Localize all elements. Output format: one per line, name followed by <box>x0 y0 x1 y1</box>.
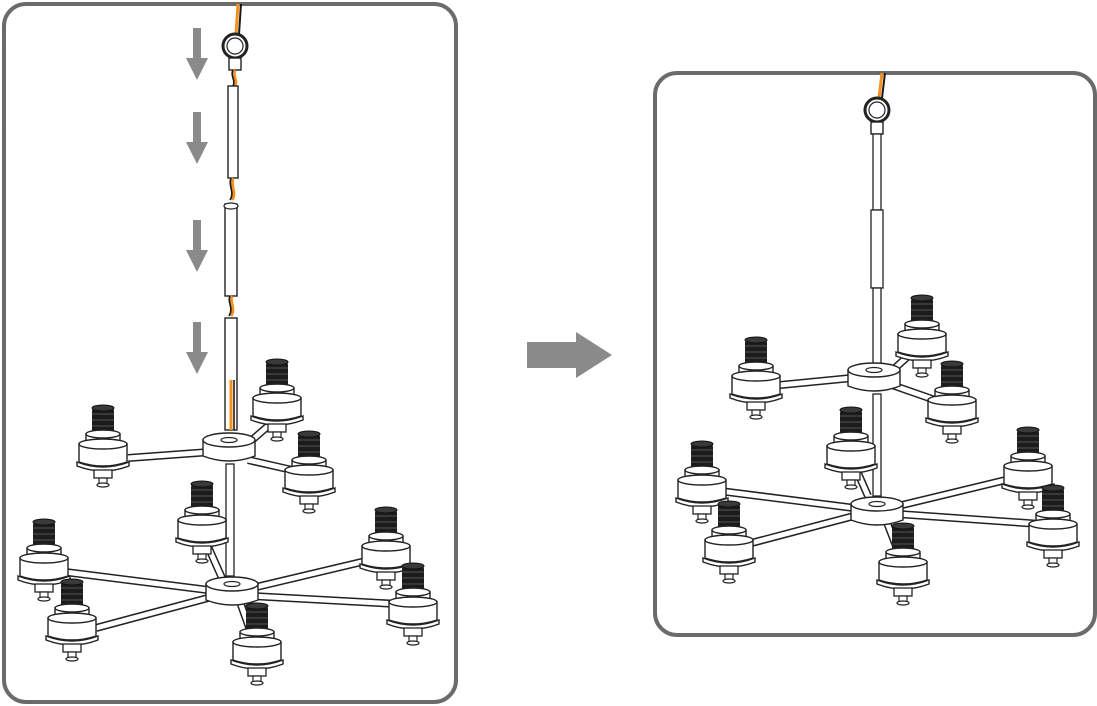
chandelier-after <box>675 72 1080 606</box>
right-arrow-icon <box>527 332 612 378</box>
hub-icon <box>847 362 901 392</box>
hub-icon <box>205 576 259 606</box>
hub-icon <box>202 432 256 462</box>
rod-segment <box>224 203 238 297</box>
hub-icon <box>850 496 904 526</box>
rod-segment <box>872 133 882 211</box>
rod-segment <box>227 85 239 179</box>
rod-segment <box>872 287 882 369</box>
rod-segment <box>870 209 884 289</box>
chandelier-before <box>17 3 440 686</box>
